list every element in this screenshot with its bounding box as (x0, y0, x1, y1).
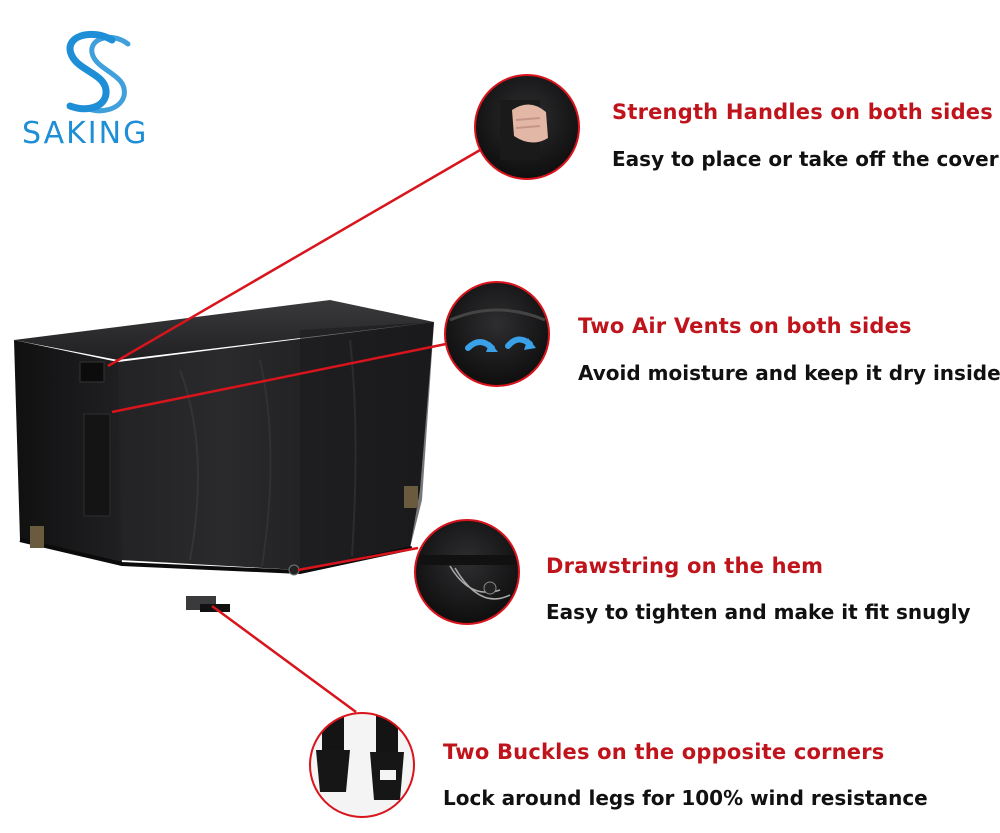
callout-title-drawstring: Drawstring on the hem (546, 554, 824, 578)
callout-desc-drawstring: Easy to tighten and make it fit snugly (546, 600, 971, 624)
brand-name: SAKING (22, 116, 149, 151)
furniture-cover (14, 300, 434, 612)
callout-title-buckles: Two Buckles on the opposite corners (443, 740, 885, 764)
callout-desc-handles: Easy to place or take off the cover (612, 147, 999, 171)
drawstring-detail-circle (414, 519, 520, 625)
buckle-detail-circle (309, 712, 415, 818)
handle-detail-circle (474, 74, 580, 180)
callout-desc-vents: Avoid moisture and keep it dry inside (578, 361, 1000, 385)
callout-title-vents: Two Air Vents on both sides (578, 314, 912, 338)
brand-logo (66, 30, 131, 114)
callout-desc-buckles: Lock around legs for 100% wind resistanc… (443, 786, 928, 810)
callout-title-handles: Strength Handles on both sides (612, 100, 993, 124)
callout-connector-lines (107, 144, 488, 714)
air-vent-detail-circle (444, 281, 550, 387)
